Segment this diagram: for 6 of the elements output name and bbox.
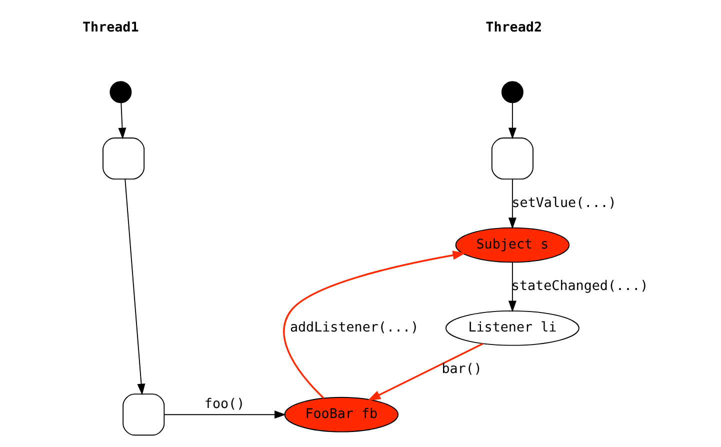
label: Thread2 <box>485 20 542 36</box>
label: Thread1 <box>82 20 138 36</box>
edge-label: setValue(...) <box>511 196 616 211</box>
edge-label: addListener(...) <box>289 320 418 336</box>
edge-label: foo() <box>204 397 244 412</box>
edge-label: bar() <box>441 362 482 378</box>
